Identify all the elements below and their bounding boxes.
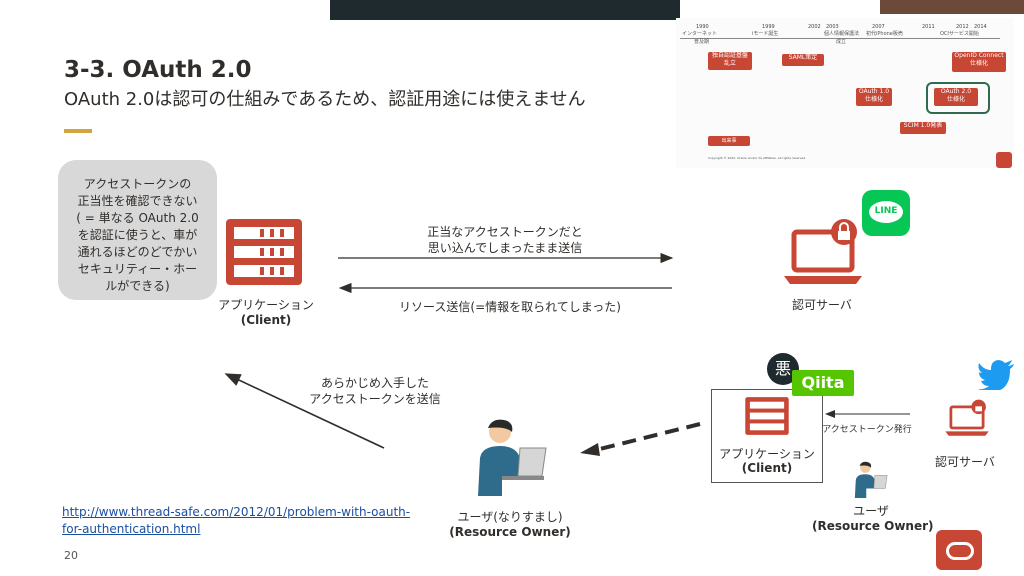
timeline-year: 2012 [956,24,969,30]
callout-line: ( = 単なる OAuth 2.0 [76,211,199,225]
timeline-box-saml: SAML策定 [782,54,824,66]
reference-link-line[interactable]: for-authentication.html [62,522,201,536]
callout-line: を認証に使うと、車が [77,228,198,242]
timeline-box-text: 出来事 [721,138,737,144]
timeline-axis [680,38,1000,39]
arrow-stolen-token-head [580,443,600,456]
timeline-event: OCIサービス開始 [940,31,979,37]
oracle-small-logo [996,152,1012,168]
timeline-copyright: Copyright © 2022, Oracle and/or its affi… [708,156,807,160]
arrow-stolen-token [595,422,701,452]
timeline-event: インターネット [682,31,718,37]
arrow-preobtained-token [224,373,385,449]
callout-line: アクセストークンの [83,177,192,191]
callout-line: 通れるほどのどでかい [77,245,198,259]
timeline-year: 2007 [872,24,885,30]
timeline-box-oauth2: OAuth 2.0 仕様化 [934,88,978,106]
timeline-box-text: OAuth 2.0 [940,88,972,95]
edge-label-token-issue: アクセストークン発行 [822,425,912,435]
timeline-year: 1990 [696,24,709,30]
callout-line: 正当性を確認できない [77,194,198,208]
timeline-box-text: SCIM 1.0発表 [903,122,943,129]
app-label: アプリケーション [218,298,314,312]
timeline-year: 2003 [826,24,839,30]
user-fake-role: (Resource Owner) [449,525,571,539]
user-laptop-icon [478,419,547,496]
timeline-highlight-oauth2 [926,82,990,114]
accent-bar [64,129,92,133]
page-number: 20 [64,549,78,562]
server-icon [745,397,789,435]
timeline-year: 2002 [808,24,821,30]
oracle-logo [936,530,982,570]
timeline-box-text: OAuth 1.0 [858,88,890,95]
timeline-event: 初代iPhone販売 [866,31,903,37]
timeline-box-text: 乱立 [723,60,736,67]
callout-line: ルができる) [105,279,170,293]
header-banner-image [330,0,680,20]
edge-label-resource-send: リソース送信(=情報を取られてしまった) [399,300,621,314]
auth-server-label: 認可サーバ [792,298,852,312]
timeline-year: 2011 [922,24,935,30]
edge-label-preobtained-2: アクセストークンを送信 [309,392,441,406]
edge-label-preobtained-1: あらかじめ入手した [320,376,429,390]
server-icon [226,219,302,285]
inset-user-role: (Resource Owner) [812,519,934,533]
qiita-logo: Qiita [792,370,854,396]
timeline-year: 2014 [974,24,987,30]
laptop-lock-icon [784,219,862,284]
timeline-box-text: 仕様化 [946,96,965,103]
line-bubble [869,201,903,223]
timeline-event: iモード誕生 [752,31,779,37]
inset-auth-label: 認可サーバ [935,455,995,469]
line-logo-text: LINE [874,206,898,216]
timeline-box-scim: SCIM 1.0発表 [900,122,946,134]
laptop-lock-icon [945,399,989,436]
timeline-box-text: 独自認証基盤 [711,52,748,59]
edge-label-send-token-1: 正当なアクセストークンだと [427,225,583,239]
timeline-box-text: SAML策定 [788,54,818,61]
user-fake-label: ユーザ(なりすまし) [457,510,563,524]
timeline-box-proprietary-auth: 独自認証基盤 乱立 [708,52,752,70]
slide-title: 3-3. OAuth 2.0 [64,57,252,83]
reference-link-line[interactable]: http://www.thread-safe.com/2012/01/probl… [62,505,411,519]
timeline-box-text: 仕様化 [864,96,883,103]
slide-subtitle: OAuth 2.0は認可の仕組みであるため、認証用途には使えません [64,89,586,110]
app-client-label: (Client) [240,313,292,327]
inset-app-label: アプリケーション [719,447,815,461]
edge-label-send-token-2: 思い込んでしまったまま送信 [427,241,583,255]
twitter-icon [978,360,1014,390]
timeline-event: 普及期 [694,39,710,45]
timeline-legend: 出来事 [708,136,750,146]
timeline-box-oidc: OpenID Connect 仕様化 [952,52,1006,72]
timeline-box-oauth1: OAuth 1.0 仕様化 [856,88,892,106]
callout-warning: アクセストークンの 正当性を確認できない ( = 単なる OAuth 2.0 を… [58,160,217,300]
inset-app-client: (Client) [741,461,793,475]
timeline-box-text: 仕様化 [969,60,988,67]
user-laptop-icon [854,461,888,499]
inset-user-label: ユーザ [853,504,889,518]
timeline-year: 1999 [762,24,775,30]
header-banner-image-right [880,0,1024,14]
timeline-event: 成立 [836,39,847,45]
callout-line: セキュリティー・ホー [77,262,198,276]
reference-link[interactable]: http://www.thread-safe.com/2012/01/probl… [62,504,410,538]
timeline-event: 個人情報保護法 [824,31,860,37]
timeline-box-text: OpenID Connect [954,52,1004,59]
